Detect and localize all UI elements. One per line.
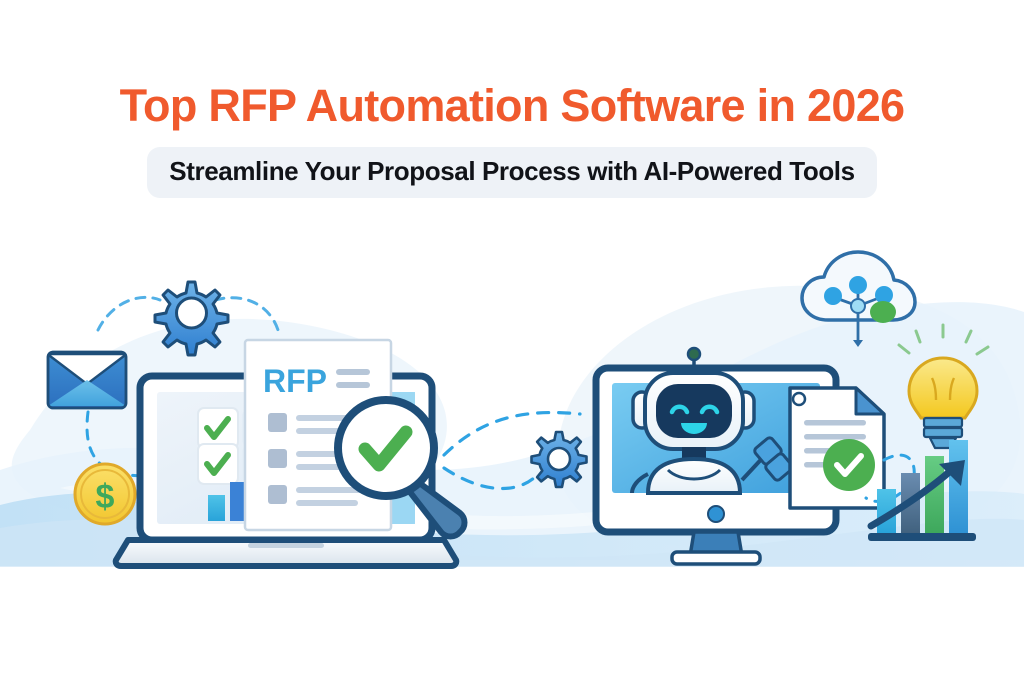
lightbulb-icon bbox=[897, 323, 990, 450]
approved-document-icon bbox=[788, 386, 886, 510]
gear-icon-large bbox=[153, 280, 230, 357]
svg-text:$: $ bbox=[96, 478, 115, 516]
page-subtitle: Streamline Your Proposal Process with AI… bbox=[147, 147, 877, 199]
subtitle-wrap: Streamline Your Proposal Process with AI… bbox=[0, 147, 1024, 199]
rfp-doc-heading: RFP bbox=[263, 363, 327, 399]
dollar-coin-icon: $ bbox=[73, 462, 137, 526]
envelope-icon bbox=[46, 350, 128, 410]
page-title: Top RFP Automation Software in 2026 bbox=[119, 80, 905, 131]
checkbox-item-1 bbox=[197, 407, 239, 449]
cloud-network-icon bbox=[800, 250, 917, 347]
gear-icon-small bbox=[530, 430, 588, 489]
checkbox-item-2 bbox=[197, 443, 239, 485]
headline-block: Top RFP Automation Software in 2026 Stre… bbox=[0, 80, 1024, 199]
